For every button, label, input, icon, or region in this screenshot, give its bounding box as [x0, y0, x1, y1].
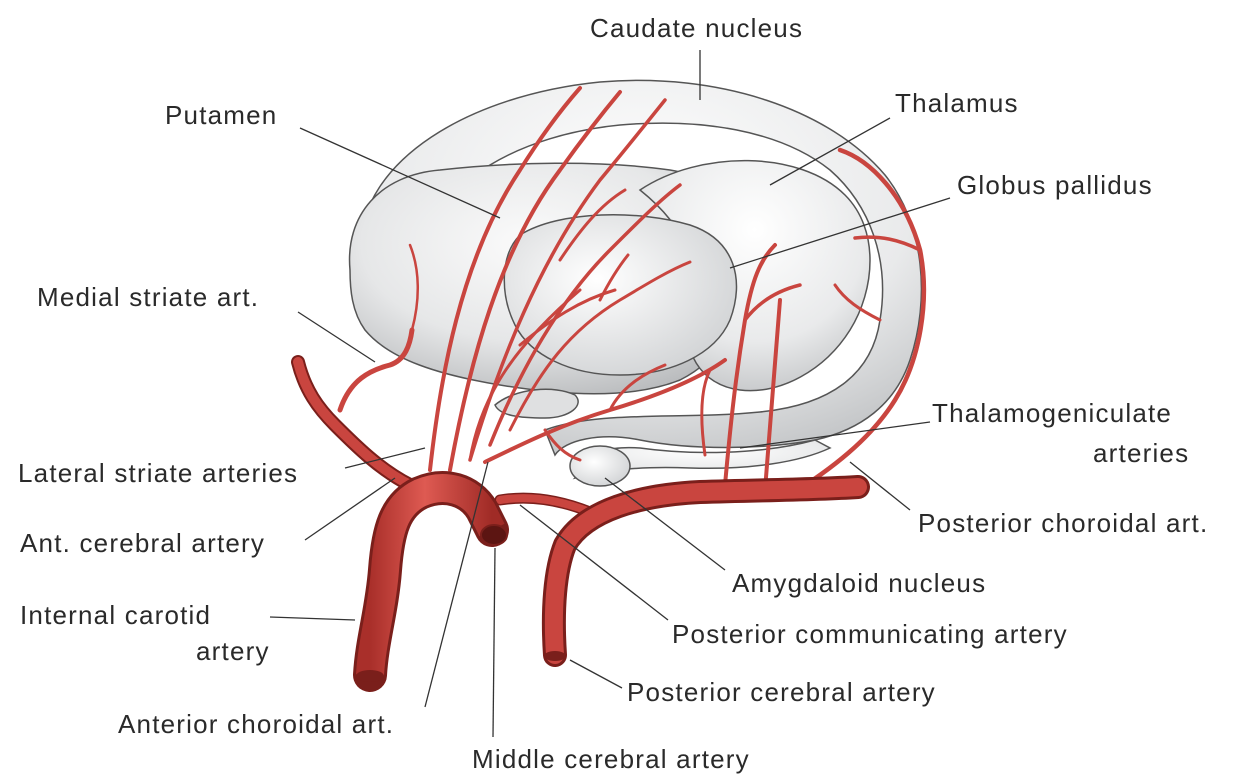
anterior-cerebral-artery — [298, 362, 410, 485]
label-lateral-striate: Lateral striate arteries — [18, 458, 298, 488]
label-thalamogeniculate-1: Thalamogeniculate — [932, 398, 1172, 428]
label-globus-pallidus: Globus pallidus — [957, 170, 1153, 200]
label-posterior-cerebral: Posterior cerebral artery — [627, 677, 936, 707]
label-putamen: Putamen — [165, 100, 277, 130]
leader-posterior-cerebral — [570, 660, 622, 688]
leader-internal-carotid — [270, 617, 355, 620]
internal-carotid-artery — [356, 488, 507, 682]
label-posterior-communicating: Posterior communicating artery — [672, 619, 1068, 649]
label-ant-cerebral: Ant. cerebral artery — [20, 528, 265, 558]
label-caudate-nucleus: Caudate nucleus — [590, 13, 803, 43]
amygdaloid-nucleus-shape — [570, 446, 630, 486]
label-thalamus: Thalamus — [895, 88, 1019, 118]
label-medial-striate: Medial striate art. — [37, 282, 259, 312]
label-middle-cerebral: Middle cerebral artery — [472, 744, 750, 774]
label-thalamogeniculate-2: arteries — [1093, 438, 1189, 468]
label-amygdaloid: Amygdaloid nucleus — [732, 568, 986, 598]
label-posterior-choroidal: Posterior choroidal art. — [918, 508, 1208, 538]
leader-middle-cerebral — [493, 548, 495, 737]
posterior-communicating-artery — [500, 498, 590, 512]
label-internal-carotid-1: Internal carotid — [20, 600, 211, 630]
label-anterior-choroidal: Anterior choroidal art. — [118, 709, 394, 739]
label-internal-carotid-2: artery — [196, 636, 270, 666]
